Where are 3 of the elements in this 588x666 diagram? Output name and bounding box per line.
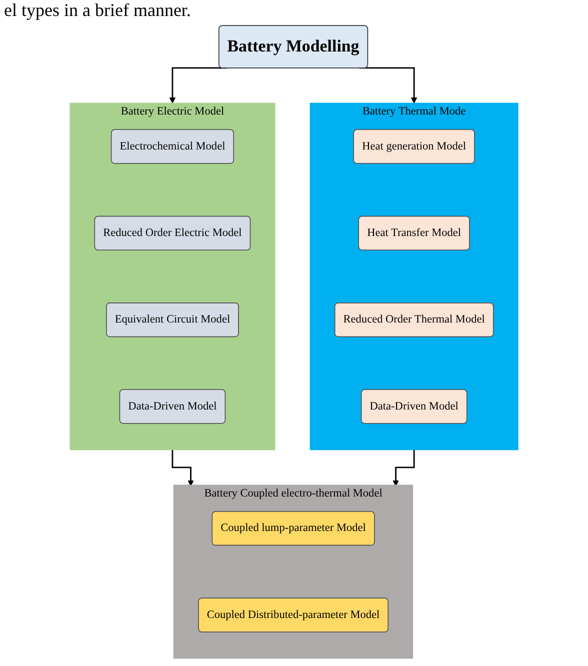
note-text: el types in a brief manner. (4, 0, 191, 20)
arrow (392, 449, 415, 486)
arrow (172, 449, 194, 486)
